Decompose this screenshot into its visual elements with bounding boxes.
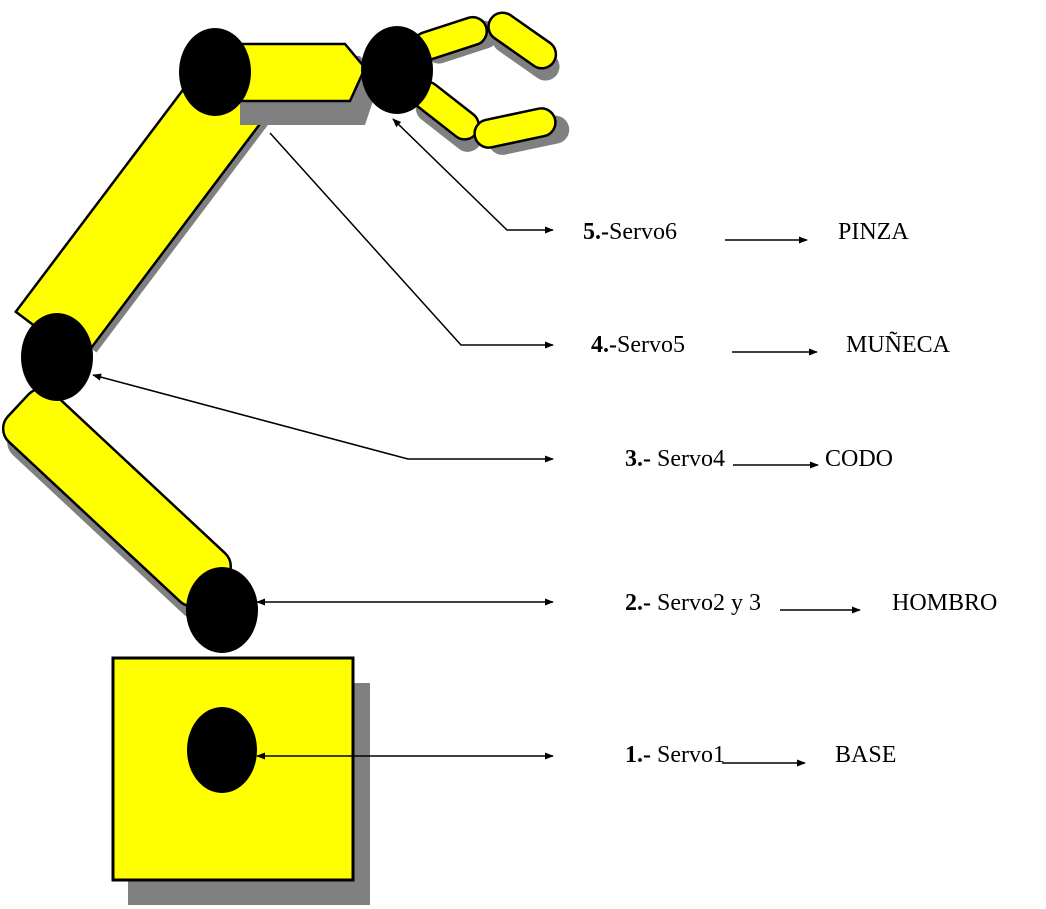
- forearm-segment: [223, 42, 380, 125]
- label-1-servo: Servo1: [651, 742, 725, 768]
- label-3: 3.- Servo4: [583, 446, 755, 472]
- label-2-part: HOMBRO: [892, 590, 997, 616]
- label-2: 2.- Servo2 y 3: [583, 590, 791, 616]
- label-5-part: PINZA: [838, 219, 909, 245]
- label-5-number: 5.-: [583, 219, 609, 245]
- label-4-number: 4.-: [591, 332, 617, 358]
- label-1-number: 1.-: [625, 742, 651, 768]
- joint-gripper: [361, 26, 433, 114]
- joint-elbow: [21, 313, 93, 401]
- label-1-part: BASE: [835, 742, 896, 768]
- label-2-servo: Servo2 y 3: [651, 590, 761, 616]
- label-3-part: CODO: [825, 446, 893, 472]
- label-arrows: [722, 236, 861, 767]
- label-3-servo: Servo4: [651, 446, 725, 472]
- label-1: 1.- Servo1: [583, 742, 755, 768]
- label-2-number: 2.-: [625, 590, 651, 616]
- label-4-servo: Servo5: [617, 332, 685, 358]
- leader-muneca: [269, 132, 554, 349]
- label-5: 5.-Servo6: [583, 219, 677, 245]
- label-4: 4.-Servo5: [591, 332, 685, 358]
- label-5-servo: Servo6: [609, 219, 677, 245]
- leader-pinza: [392, 118, 554, 234]
- label-4-part: MUÑECA: [846, 332, 951, 358]
- leader-lines: [92, 118, 554, 760]
- joint-shoulder: [186, 567, 258, 653]
- joint-base: [187, 707, 257, 793]
- labels: 5.-Servo6 PINZA 4.-Servo5 MUÑECA 3.- Ser…: [583, 219, 997, 768]
- label-3-number: 3.-: [625, 446, 651, 472]
- joint-wrist: [179, 28, 251, 116]
- leader-codo: [92, 373, 554, 463]
